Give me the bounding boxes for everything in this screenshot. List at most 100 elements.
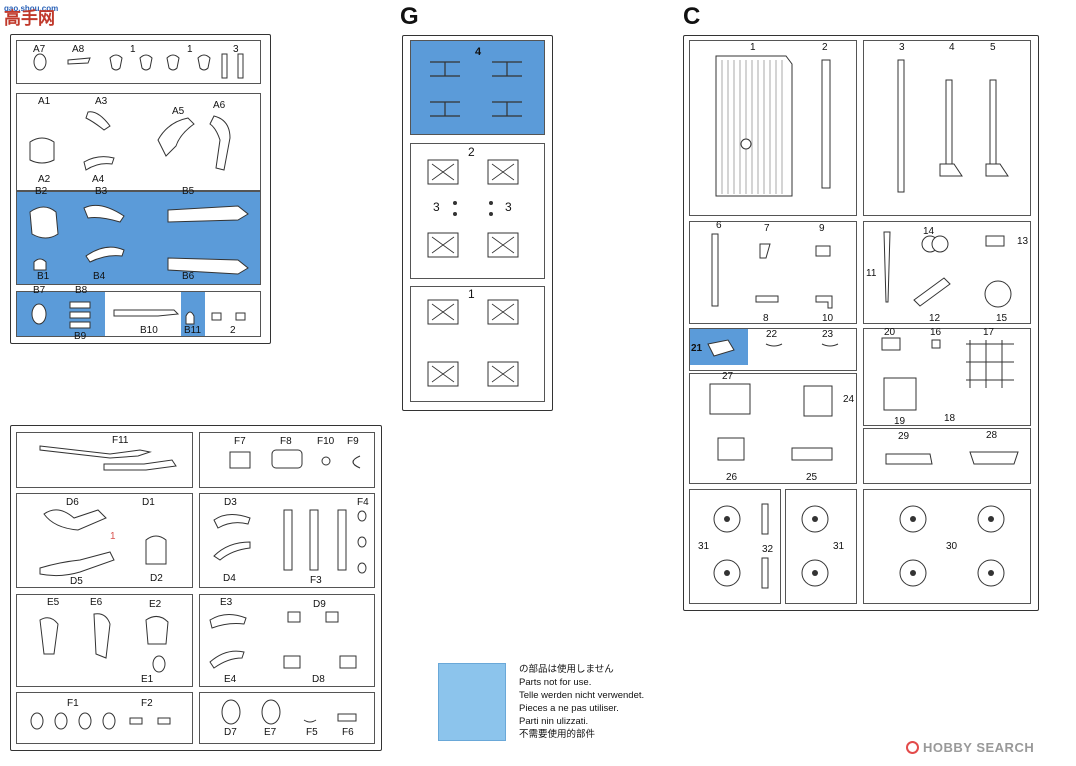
- part-label: 31: [833, 541, 845, 552]
- sprue-f-row-rifles: [16, 432, 193, 488]
- part-label: 2: [230, 325, 236, 336]
- part-label: E4: [224, 674, 237, 685]
- part-label: A5: [172, 106, 185, 117]
- part-label: D5: [70, 576, 83, 587]
- part-label: 21: [691, 343, 703, 354]
- part-label: A2: [38, 174, 51, 185]
- part-label: F11: [112, 435, 129, 446]
- part-label: B7: [33, 285, 46, 296]
- part-label: 12: [929, 313, 941, 324]
- part-label: E2: [149, 599, 162, 610]
- part-label: E7: [264, 727, 277, 738]
- legend-line-zh: 不需要使用的部件: [519, 729, 596, 740]
- part-label: F6: [342, 727, 354, 738]
- part-label: 10: [822, 313, 834, 324]
- part-label: 31: [698, 541, 710, 552]
- part-label: 4: [475, 46, 482, 58]
- sheet-letter-c: C: [683, 3, 701, 30]
- part-label: D7: [224, 727, 237, 738]
- part-label: F3: [310, 575, 322, 586]
- sheet-letter-g: G: [400, 3, 419, 30]
- part-label: B2: [35, 186, 48, 197]
- part-label: E6: [90, 597, 103, 608]
- part-label: 20: [884, 327, 896, 338]
- part-label: 13: [1017, 236, 1029, 247]
- part-label: A1: [38, 96, 51, 107]
- part-label: A4: [92, 174, 105, 185]
- part-label: F8: [280, 436, 292, 447]
- watermark-url: gao.shou.com: [4, 4, 59, 13]
- part-label: D6: [66, 497, 79, 508]
- part-label: A8: [72, 44, 85, 55]
- sprue-e-row-arms: [199, 594, 375, 687]
- part-label: F5: [306, 727, 318, 738]
- part-label: D3: [224, 497, 237, 508]
- part-label: 1: [110, 531, 116, 542]
- part-label: 4: [949, 42, 955, 53]
- part-label: B10: [140, 325, 158, 336]
- part-label: B9: [74, 331, 87, 342]
- legend-line-fr: Pieces a ne pas utiliser.: [519, 703, 619, 714]
- legend-line-it: Parti nin ulizzati.: [519, 716, 589, 727]
- part-label: D2: [150, 573, 163, 584]
- part-label: 8: [763, 313, 769, 324]
- part-label: B8: [75, 285, 88, 296]
- legend-line-en: Parts not for use.: [519, 677, 592, 688]
- part-label: 26: [726, 472, 738, 483]
- part-label: A7: [33, 44, 46, 55]
- part-label: 3: [433, 200, 440, 214]
- part-label: 25: [806, 472, 818, 483]
- part-label: F7: [234, 436, 246, 447]
- part-label: 1: [130, 44, 136, 55]
- part-label: B3: [95, 186, 108, 197]
- part-label: 11: [866, 268, 877, 279]
- part-label: 18: [944, 413, 956, 424]
- part-label: B11: [184, 325, 202, 336]
- part-label: 30: [946, 541, 958, 552]
- sprue-c-row-wheels-c: [863, 489, 1031, 604]
- part-label: 23: [822, 329, 834, 340]
- part-label: B1: [37, 271, 50, 282]
- part-label: F1: [67, 698, 79, 709]
- part-label: 9: [819, 223, 825, 234]
- hobby-search-logo-icon: [906, 741, 919, 754]
- part-label: F2: [141, 698, 153, 709]
- part-label: B5: [182, 186, 195, 197]
- hobby-search-brand: HOBBY SEARCH: [923, 740, 1035, 755]
- part-label: 1: [750, 42, 756, 53]
- part-label: 6: [716, 220, 722, 231]
- part-label: F4: [357, 497, 369, 508]
- hobby-search-watermark: HOBBY SEARCH: [906, 740, 1034, 755]
- part-label: 2: [822, 42, 828, 53]
- part-label: 24: [843, 394, 855, 405]
- part-label: 2: [468, 145, 475, 159]
- part-label: B4: [93, 271, 106, 282]
- part-label: 5: [990, 42, 996, 53]
- part-label: 22: [766, 329, 778, 340]
- legend-line-de: Telle werden nicht verwendet.: [519, 690, 645, 701]
- part-label: E3: [220, 597, 233, 608]
- part-label: D4: [223, 573, 236, 584]
- legend-swatch: [438, 663, 506, 741]
- part-label: E1: [141, 674, 154, 685]
- part-label: D1: [142, 497, 155, 508]
- part-label: 16: [930, 327, 942, 338]
- part-label: D9: [313, 599, 326, 610]
- part-label: 3: [505, 200, 512, 214]
- part-label: B6: [182, 271, 195, 282]
- part-label: 19: [894, 416, 906, 427]
- part-label: 32: [762, 544, 774, 555]
- part-label: 29: [898, 431, 910, 442]
- part-label: 14: [923, 226, 935, 237]
- part-label: 17: [983, 327, 995, 338]
- part-label: E5: [47, 597, 60, 608]
- part-label: 3: [899, 42, 905, 53]
- part-label: D8: [312, 674, 325, 685]
- part-label: 27: [722, 371, 734, 382]
- sprue-g-row-unused: [410, 40, 545, 135]
- part-label: 15: [996, 313, 1008, 324]
- sprue-a-row-small-parts: [16, 40, 261, 84]
